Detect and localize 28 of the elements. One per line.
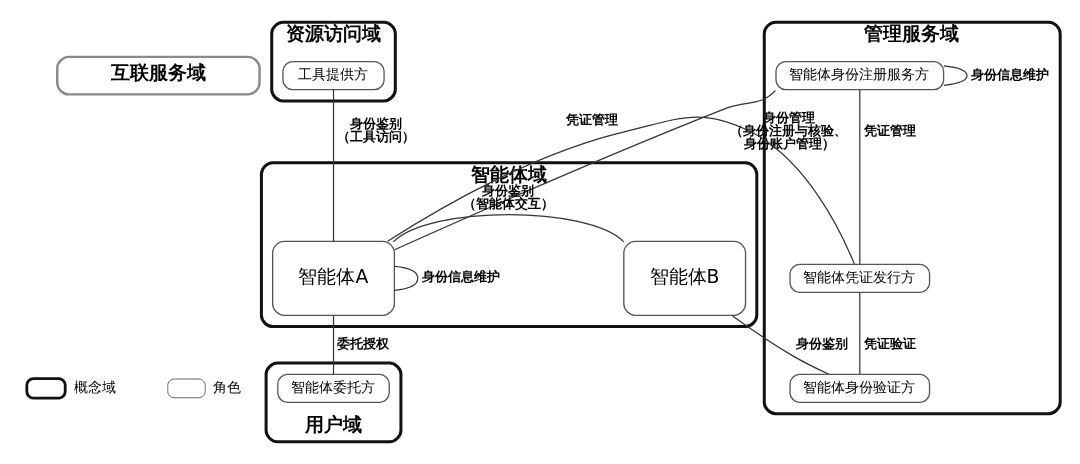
node-box: 智能体凭证发行方 (789, 263, 931, 294)
edge-label: 凭证管理 (863, 122, 916, 138)
connector (332, 315, 335, 375)
node-box: 智能体身份验证方 (789, 373, 931, 404)
node-box: 智能体B (623, 240, 747, 316)
node-box: 智能体身份注册服务方 (775, 60, 945, 91)
connector (387, 116, 856, 265)
node-box: 互联服务域 (56, 55, 261, 96)
edge-label: 身份信息维护 (421, 269, 500, 285)
edge-label: 委托授权 (337, 335, 390, 351)
connector (332, 89, 335, 242)
connector (859, 89, 861, 265)
node-box: 智能体委托方 (277, 373, 390, 404)
connector (943, 65, 968, 86)
edge-label: 身份鉴别（工具访问） (337, 116, 416, 145)
legend-label: 角色 (212, 378, 241, 395)
connector (392, 214, 625, 243)
connector (393, 90, 777, 251)
edge-label: 身份信息维护 (970, 66, 1049, 82)
edge-label: 身份鉴别 (796, 335, 849, 351)
node-box: 智能体A (272, 240, 396, 316)
edge-label: 凭证管理 (566, 112, 619, 128)
connector (731, 314, 830, 375)
legend-label: 概念域 (74, 378, 117, 395)
connector (393, 265, 419, 291)
connector (859, 291, 861, 375)
edge-label: 凭证验证 (863, 335, 916, 351)
node-box: 工具提供方 (282, 60, 385, 91)
